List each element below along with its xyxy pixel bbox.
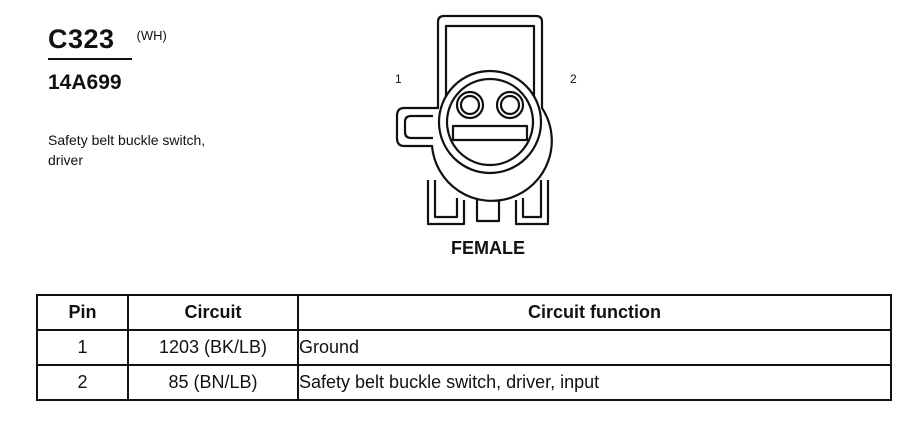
connector-diagram: 1 2 bbox=[380, 12, 600, 242]
table-row: 1 1203 (BK/LB) Ground bbox=[36, 329, 892, 366]
connector-id: C323 bbox=[48, 24, 115, 54]
connector-id-line: C323 (WH) bbox=[48, 24, 167, 55]
pin-table: Pin Circuit Circuit function 1 1203 (BK/… bbox=[36, 294, 892, 401]
connector-color-code: (WH) bbox=[136, 28, 167, 43]
pin-cavity-1 bbox=[455, 90, 485, 120]
pin-cell: 2 bbox=[36, 364, 129, 401]
keyway-slot bbox=[451, 124, 529, 142]
column-header-circuit: Circuit bbox=[127, 294, 299, 331]
table-row: 2 85 (BN/LB) Safety belt buckle switch, … bbox=[36, 364, 892, 401]
lock-tab bbox=[475, 197, 501, 223]
connector-face-drawing bbox=[395, 14, 553, 226]
circuit-cell: 1203 (BK/LB) bbox=[127, 329, 299, 366]
left-terminal-leg bbox=[426, 180, 466, 226]
pin-label-1: 1 bbox=[395, 72, 402, 86]
face-outer-ring bbox=[437, 69, 543, 175]
circuit-cell: 85 (BN/LB) bbox=[127, 364, 299, 401]
right-terminal-leg bbox=[514, 180, 550, 226]
pin-label-2: 2 bbox=[570, 72, 577, 86]
face-inner-ring bbox=[445, 77, 535, 167]
view-label: FEMALE bbox=[451, 238, 525, 258]
part-number: 14A699 bbox=[48, 71, 122, 94]
column-header-circuit-function: Circuit function bbox=[297, 294, 892, 331]
circuit-function-cell: Ground bbox=[297, 329, 892, 366]
table-header-row: Pin Circuit Circuit function bbox=[36, 294, 892, 331]
connector-description: Safety belt buckle switch, driver bbox=[48, 132, 206, 168]
connector-header: C323 (WH) 14A699 bbox=[48, 24, 167, 95]
pin-cavity-2 bbox=[495, 90, 525, 120]
connector-underline bbox=[48, 58, 132, 60]
circuit-function-cell: Safety belt buckle switch, driver, input bbox=[297, 364, 892, 401]
column-header-pin: Pin bbox=[36, 294, 129, 331]
pin-cell: 1 bbox=[36, 329, 129, 366]
